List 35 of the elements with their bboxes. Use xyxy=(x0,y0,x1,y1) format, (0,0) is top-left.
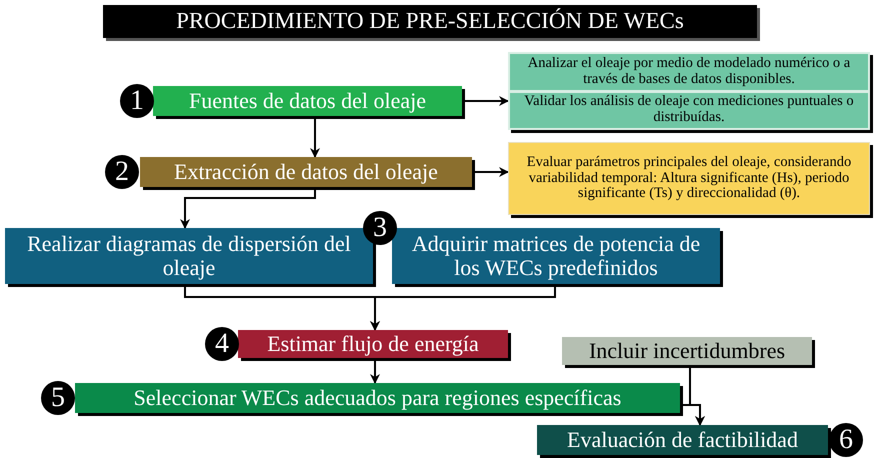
note-panel xyxy=(508,52,870,130)
step-text: Adquirir matrices de potencia de los WECs predefinidos xyxy=(410,232,702,280)
step-text: Evaluación de factibilidad xyxy=(567,428,798,452)
process-box xyxy=(140,157,472,187)
step-text: Estimar flujo de energía xyxy=(267,332,479,356)
title-banner: PROCEDIMIENTO DE PRE-SELECCIÓN DE WECs xyxy=(103,5,757,38)
connector-arrow xyxy=(310,116,320,158)
step-number: 2 xyxy=(105,155,139,189)
process-box xyxy=(562,337,812,365)
description-text: Validar los análisis de oleaje con mediciones puntuales o distribuídas. xyxy=(510,92,868,128)
step-number: 6 xyxy=(829,423,863,457)
step-text: Extracción de datos del oleaje xyxy=(174,160,438,184)
process-box xyxy=(75,383,680,413)
step-number: 3 xyxy=(363,211,397,245)
description-text: Evaluar parámetros principales del oleaje, considerando variabilidad temporal: Altura significante (Hs), periodo significante (Ts) y direccionalidad (θ). xyxy=(526,154,852,202)
step-text: Seleccionar WECs adecuados para regiones específicas xyxy=(134,386,622,410)
connector-arrow xyxy=(689,365,705,426)
process-box xyxy=(392,228,720,284)
connector-arrow xyxy=(370,284,556,331)
step-number: 5 xyxy=(41,381,75,415)
process-box xyxy=(153,86,462,116)
step-text: Incluir incertidumbres xyxy=(588,338,786,364)
description-text: Analizar el oleaje por medio de modelado numérico o a través de bases de datos disponibles. xyxy=(510,54,868,90)
connector-arrow xyxy=(462,96,509,106)
connector-arrow xyxy=(180,187,316,229)
step-text: Realizar diagramas de dispersión del oleaje xyxy=(26,232,352,280)
process-box xyxy=(537,425,828,455)
step-number: 4 xyxy=(205,327,239,361)
step-number: 1 xyxy=(120,84,154,118)
step-text: Fuentes de datos del oleaje xyxy=(188,88,426,114)
note-box xyxy=(508,142,870,215)
connector-arrow xyxy=(472,167,509,177)
process-box xyxy=(5,228,373,284)
connector-arrow xyxy=(370,358,380,384)
process-box xyxy=(238,330,508,358)
